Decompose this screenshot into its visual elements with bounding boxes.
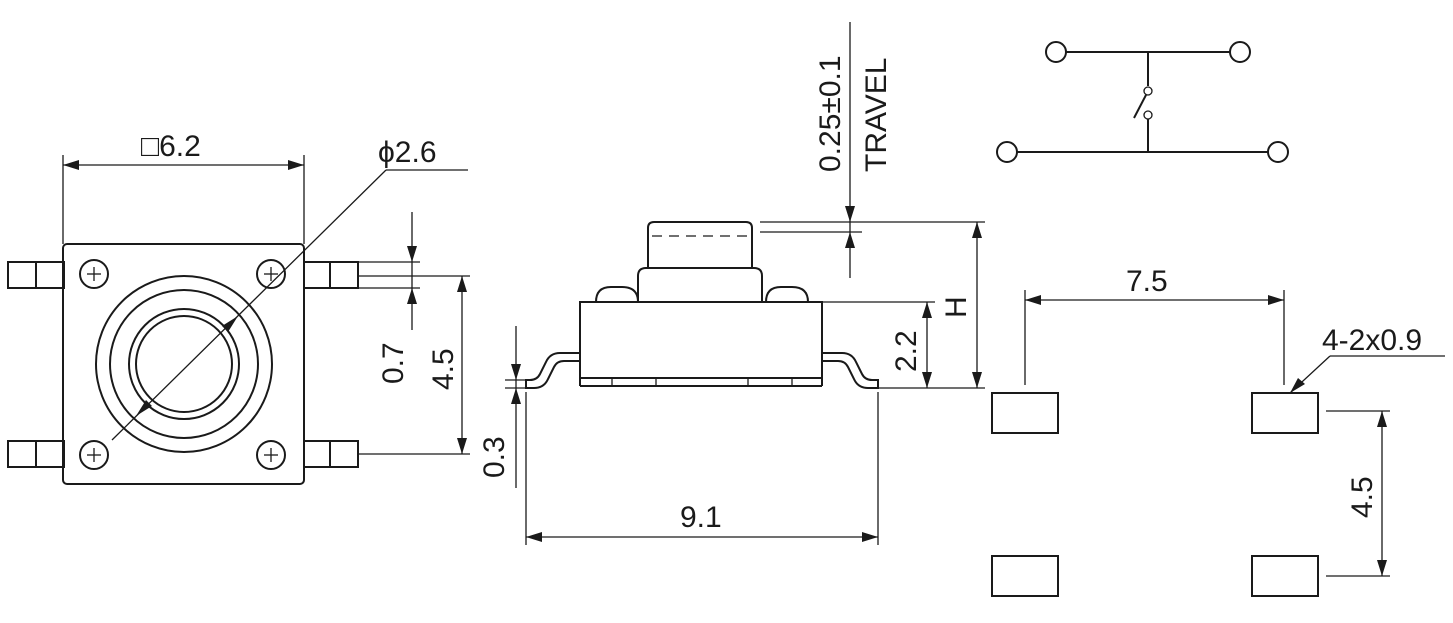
overall-height-label: H	[940, 296, 973, 318]
left-lead	[525, 352, 580, 389]
overall-length-label: 9.1	[680, 501, 722, 534]
top-view: ϕ2.6 □6.2 0.7 4.5	[7, 130, 470, 485]
pin-pitch-label: 4.5	[427, 348, 460, 390]
body-width-label: □6.2	[141, 130, 201, 163]
pad-bottom-right	[1251, 555, 1319, 597]
pad-bottom-left	[991, 555, 1059, 597]
lead-thickness-label: 0.3	[478, 436, 511, 478]
travel-word-label: TRAVEL	[860, 58, 893, 172]
corner-mark-icons	[79, 259, 286, 470]
pcb-footprint: 7.5 4-2x0.9 4.5	[991, 265, 1445, 597]
body-height-label: 2.2	[890, 330, 923, 372]
plunger-rings	[95, 275, 273, 453]
side-plunger	[647, 221, 753, 268]
pad-spacing-label: 7.5	[1126, 265, 1168, 298]
side-view: 0.25±0.1 TRAVEL H 2.2 0.3 9.1	[478, 22, 985, 545]
pad-top-left	[991, 392, 1059, 434]
switch-body-outline	[62, 243, 305, 485]
plunger-diameter-label: ϕ2.6	[378, 136, 437, 169]
travel-value-label: 0.25±0.1	[814, 55, 847, 172]
switch-schematic-icon	[996, 41, 1289, 163]
side-body	[579, 301, 823, 379]
right-lead	[822, 352, 879, 389]
pin-width-label: 0.7	[377, 342, 410, 384]
pad-size-label: 4-2x0.9	[1322, 324, 1422, 357]
pad-top-right	[1251, 392, 1319, 434]
pad-pitch-label: 4.5	[1346, 476, 1379, 518]
top-view-pins	[7, 261, 359, 468]
